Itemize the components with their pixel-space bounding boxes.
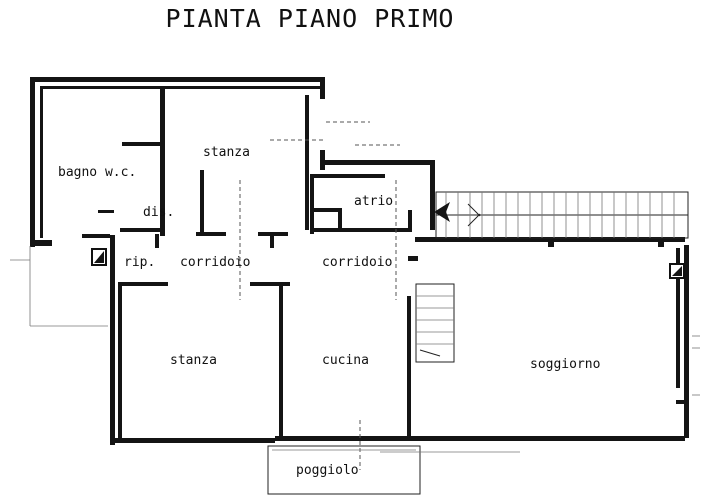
room-label-soggiorno: soggiorno — [530, 357, 601, 372]
internal-stairs — [415, 283, 455, 363]
reference-lines — [10, 121, 700, 470]
room-label-cucina: cucina — [322, 353, 369, 368]
room-label-dis: dis. — [143, 205, 175, 220]
room-label-atrio: atrio — [354, 194, 394, 209]
entrance-stairs — [435, 191, 689, 239]
room-label-corridoio-right: corridoio — [322, 255, 393, 270]
outer-walls — [30, 77, 689, 445]
room-label-stanza-bottom: stanza — [170, 353, 217, 368]
room-label-corridoio-left: corridoio — [180, 255, 251, 270]
room-label-rip: rip. — [124, 255, 156, 270]
entrance-arrow-icon — [434, 202, 450, 222]
plan-title: PIANTA PIANO PRIMO — [165, 4, 455, 33]
room-label-poggiolo: poggiolo — [296, 463, 359, 478]
balcony — [267, 445, 520, 495]
room-label-bagno: bagno w.c. — [58, 165, 137, 180]
room-label-stanza-top: stanza — [203, 145, 250, 160]
